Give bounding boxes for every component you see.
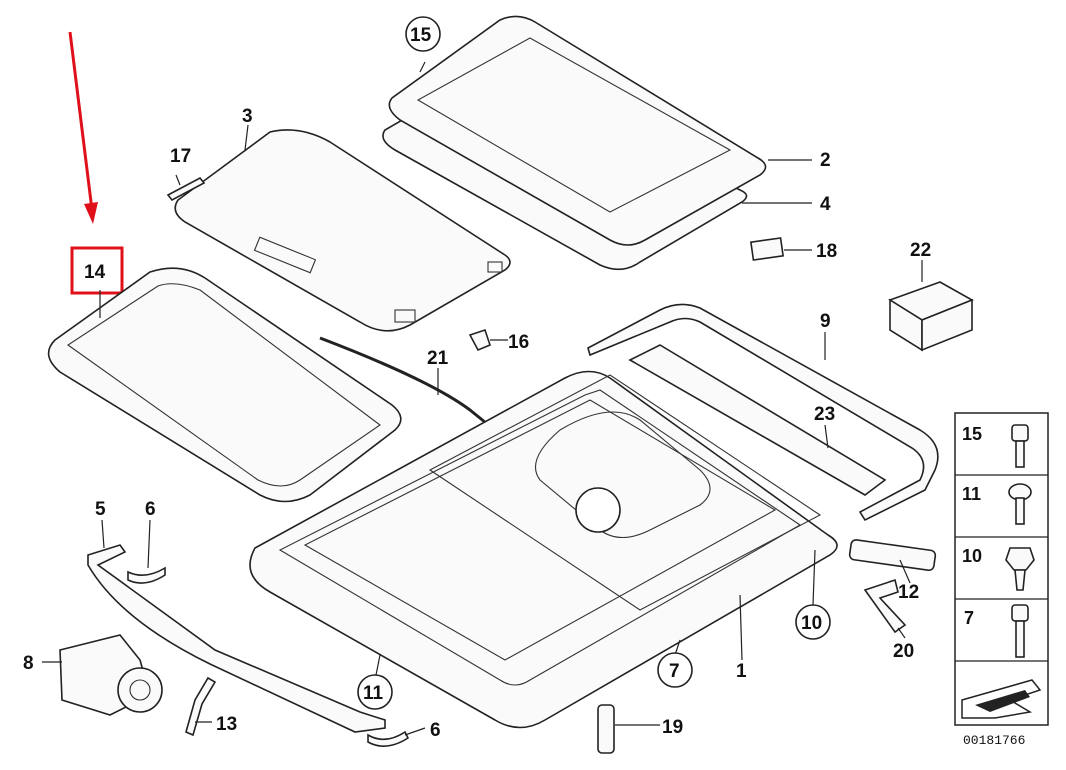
label-18: 18	[816, 241, 837, 262]
fastener-table: 15 11 10 7	[954, 412, 1049, 726]
bracket-20	[863, 578, 907, 634]
fastener-label-11: 11	[962, 484, 981, 504]
reference-number: 00181766	[963, 733, 1025, 748]
label-4: 4	[820, 194, 831, 215]
label-16: 16	[508, 332, 529, 353]
hose-13	[185, 676, 217, 737]
glass-panel	[382, 15, 767, 271]
clip-16	[468, 328, 491, 352]
highlight-box-14	[70, 246, 124, 295]
label-23: 23	[814, 404, 835, 425]
label-19: 19	[662, 717, 683, 738]
bracket-6a	[127, 566, 166, 584]
spring-12	[848, 539, 937, 572]
seal-14	[47, 267, 402, 503]
damper-19	[597, 704, 615, 754]
label-10: 10	[801, 613, 822, 634]
label-11: 11	[363, 683, 384, 704]
clip-17	[166, 176, 206, 202]
fastener-label-10: 10	[962, 546, 982, 566]
label-22: 22	[910, 240, 931, 261]
fastener-label-7: 7	[964, 608, 974, 628]
pad-18	[749, 237, 785, 261]
rail-9	[587, 303, 939, 522]
label-21: 21	[427, 348, 449, 369]
label-6a: 6	[145, 499, 156, 520]
motor-8	[59, 634, 163, 716]
screw-icon-11	[1008, 483, 1032, 525]
rail-23	[628, 344, 887, 496]
screw-icon-15	[1011, 424, 1029, 468]
label-20: 20	[893, 641, 914, 662]
arrow-icon	[961, 679, 1042, 719]
label-2: 2	[820, 150, 831, 171]
label-12: 12	[898, 582, 919, 603]
bolt-icon-10	[1005, 547, 1035, 591]
label-9: 9	[820, 311, 831, 332]
label-15: 15	[410, 25, 432, 46]
label-1: 1	[736, 661, 747, 682]
box-22	[888, 281, 974, 352]
label-17: 17	[170, 146, 191, 167]
screw-icon-7	[1011, 604, 1029, 658]
label-7: 7	[669, 661, 680, 682]
label-5: 5	[95, 499, 106, 520]
fastener-label-15: 15	[962, 424, 982, 444]
label-14: 14	[84, 262, 106, 283]
sunroof-frame	[249, 370, 838, 729]
label-8: 8	[23, 653, 34, 674]
label-3: 3	[242, 106, 253, 127]
guide-5	[87, 544, 386, 733]
headliner-panel	[174, 129, 511, 332]
bracket-6b	[367, 730, 410, 747]
label-6b: 6	[430, 720, 441, 741]
highlight-arrow	[68, 31, 98, 224]
label-13: 13	[216, 714, 237, 735]
